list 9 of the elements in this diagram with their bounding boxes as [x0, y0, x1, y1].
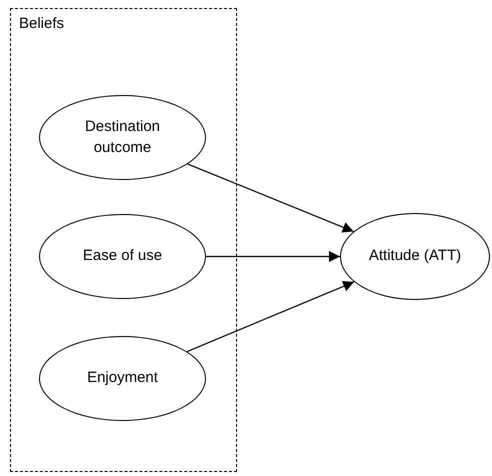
node-label: Attitude (ATT)	[368, 246, 462, 266]
node-label: Ease of use	[82, 246, 162, 266]
group-label: Beliefs	[19, 15, 64, 32]
node-label: Enjoyment	[87, 368, 158, 388]
node-label: Destination outcome	[84, 117, 162, 158]
arrow	[186, 281, 354, 352]
arrow	[188, 163, 354, 232]
dashed-group-box	[10, 8, 237, 472]
arrow	[206, 251, 340, 262]
